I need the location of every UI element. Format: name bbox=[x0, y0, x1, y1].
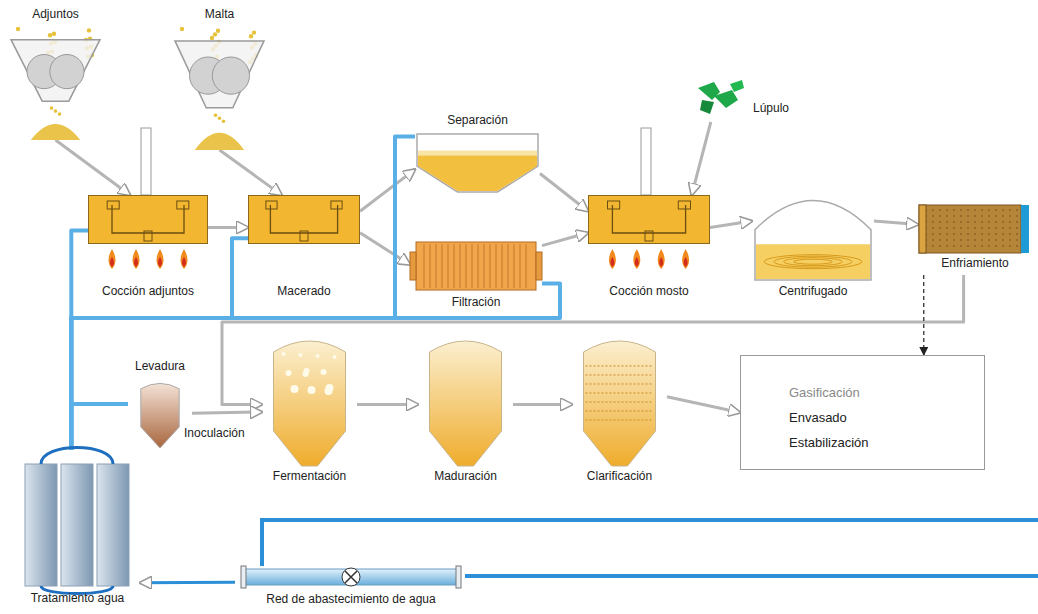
flow-arrow bbox=[208, 226, 248, 229]
process-stage: Malta bbox=[172, 6, 267, 150]
chimney bbox=[141, 128, 151, 195]
stage-label: Tratamiento agua bbox=[31, 590, 125, 606]
process-stage: Clarificación bbox=[572, 336, 667, 488]
process-stage: Separación bbox=[415, 112, 540, 194]
flow-arrow bbox=[360, 233, 410, 265]
sep-illustration bbox=[415, 132, 540, 194]
filt-illustration bbox=[410, 238, 542, 294]
stage-label: Adjuntos bbox=[32, 6, 79, 22]
tank-illustration bbox=[262, 336, 357, 468]
stage-label: Estabilización bbox=[789, 430, 869, 455]
process-box: GasificaciónEnvasadoEstabilización bbox=[740, 355, 985, 470]
stage-label: Cocción mosto bbox=[609, 283, 688, 299]
process-stage: Fermentación bbox=[262, 336, 357, 488]
hopper-illustration bbox=[172, 26, 267, 150]
process-stage: Filtración bbox=[410, 238, 542, 314]
stage-label: Clarificación bbox=[587, 468, 652, 484]
flow-arrow bbox=[923, 275, 924, 355]
stage-label: Cocción adjuntos bbox=[102, 283, 194, 299]
chimney bbox=[641, 128, 651, 195]
process-stage: Maduración bbox=[418, 336, 513, 488]
water-pipe bbox=[465, 574, 1038, 578]
flow-arrow bbox=[540, 174, 588, 212]
stage-label: Maduración bbox=[434, 468, 497, 484]
cooker-illustration bbox=[88, 195, 208, 283]
flow-arrow bbox=[874, 221, 918, 225]
edge-label: Inoculación bbox=[182, 426, 247, 440]
process-stage: Enfriamiento bbox=[918, 203, 1032, 275]
stage-label: Macerado bbox=[277, 283, 330, 299]
flow-arrow bbox=[56, 140, 131, 195]
centri-illustration bbox=[752, 186, 874, 283]
cooker-illustration bbox=[248, 195, 360, 283]
flow-arrow bbox=[542, 233, 588, 246]
stage-label: Malta bbox=[205, 6, 234, 22]
water-line bbox=[71, 404, 128, 450]
stage-label: Filtración bbox=[452, 294, 501, 310]
stage-label: Fermentación bbox=[273, 468, 346, 484]
edge-label-holder: Inoculación bbox=[182, 423, 247, 441]
tank-illustration bbox=[572, 336, 667, 468]
process-stage: Adjuntos bbox=[8, 6, 103, 140]
flow-arrow bbox=[192, 412, 262, 413]
water-pipe bbox=[262, 520, 1038, 566]
process-stage: Lúpulo bbox=[692, 80, 817, 122]
process-stage: Cocción adjuntos bbox=[88, 195, 208, 303]
pipe-illustration bbox=[235, 563, 467, 591]
hopper-illustration bbox=[8, 26, 103, 140]
flow-arrow bbox=[220, 150, 282, 195]
flow-arrow bbox=[692, 122, 711, 195]
flow-arrow bbox=[360, 169, 415, 211]
stage-label: Red de abastecimiento de agua bbox=[266, 591, 435, 607]
stage-label: Lúpulo bbox=[753, 100, 789, 116]
water-line bbox=[71, 238, 248, 450]
hop-illustration bbox=[692, 80, 747, 122]
flow-arrow bbox=[357, 403, 418, 406]
flow-arrow bbox=[710, 221, 752, 227]
process-stage: Red de abastecimiento de agua bbox=[235, 563, 467, 611]
stage-label: Levadura bbox=[135, 358, 185, 374]
process-stage: Cocción mosto bbox=[588, 195, 710, 303]
treat-illustration bbox=[15, 450, 140, 590]
cooker-illustration bbox=[588, 195, 710, 283]
process-stage: Tratamiento agua bbox=[15, 450, 140, 610]
stage-label: Envasado bbox=[789, 405, 847, 430]
tank-illustration bbox=[418, 336, 513, 468]
process-stage: Macerado bbox=[248, 195, 360, 303]
water-line bbox=[71, 231, 88, 450]
process-stage: Centrifugado bbox=[752, 186, 874, 303]
flow-arrow bbox=[513, 403, 572, 406]
stage-label: Gasificación bbox=[789, 380, 860, 405]
cool-illustration bbox=[918, 203, 1032, 255]
stage-label: Separación bbox=[447, 112, 508, 128]
flow-arrow bbox=[667, 397, 740, 413]
flow-arrow bbox=[140, 581, 235, 585]
stage-label: Centrifugado bbox=[779, 283, 848, 299]
stage-label: Enfriamiento bbox=[941, 255, 1008, 271]
water-line bbox=[71, 137, 415, 450]
